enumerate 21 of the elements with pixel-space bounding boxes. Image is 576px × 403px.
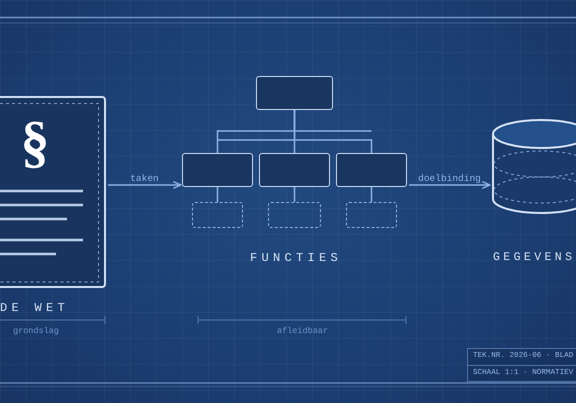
arrow [409,181,491,189]
connector-line [216,187,218,202]
connector-line [294,187,296,202]
org-box [259,153,330,187]
org-box [336,153,407,187]
edge-label: doelbinding [418,172,481,184]
heading: GEGEVENS [493,251,576,265]
placeholder-box [268,202,321,228]
placeholder-box [346,202,397,228]
org-box [182,153,253,187]
heading: DE WET [0,301,70,315]
placeholder-box [192,202,243,228]
edge-label: taken [130,172,159,184]
arrow [108,181,182,189]
heading: FUNCTIES [250,251,342,265]
section-symbol: § [20,112,50,171]
dimension-label: grondslag [13,326,59,336]
connector-line [370,187,372,202]
connector-line [294,110,372,153]
dimension-label: afleidbaar [277,326,328,336]
org-box [256,76,333,110]
